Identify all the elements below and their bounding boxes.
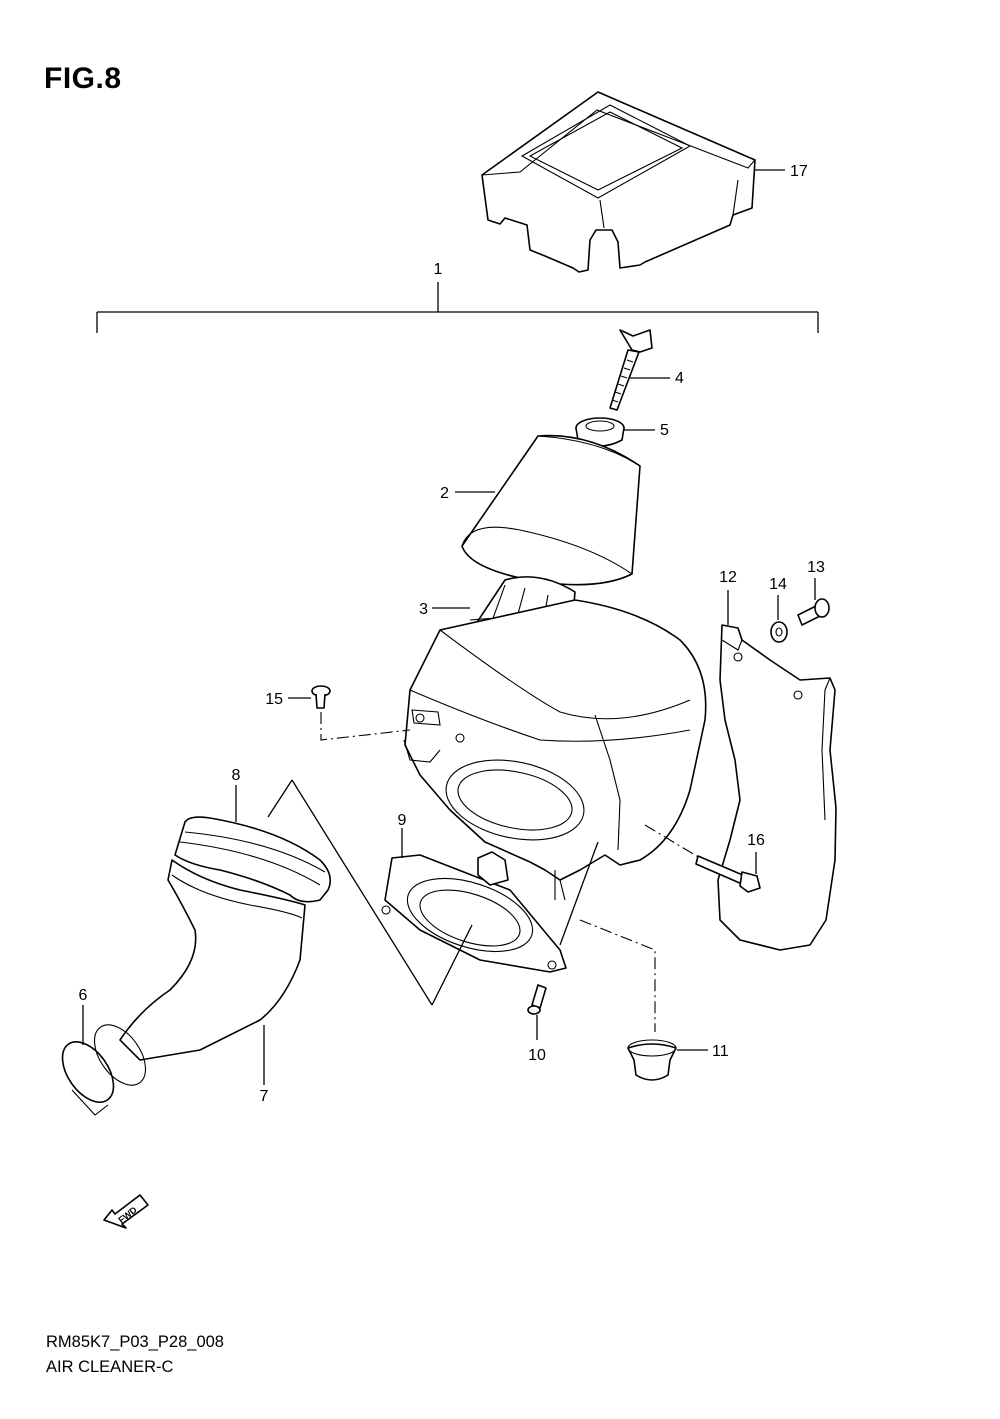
assembly-reference-lines xyxy=(267,779,599,1006)
part-16-bolt xyxy=(644,824,761,893)
part-6-clamp xyxy=(61,1005,147,1116)
callout-14: 14 xyxy=(769,576,787,593)
callout-12: 12 xyxy=(719,569,737,586)
part-11-grommet xyxy=(579,919,708,1081)
callout-1: 1 xyxy=(434,261,443,278)
air-box-housing xyxy=(403,599,707,901)
part-15-screw xyxy=(288,685,411,741)
callout-16: 16 xyxy=(747,832,765,849)
part-7-intake-tube xyxy=(119,859,306,1085)
part-2-filter-element xyxy=(455,434,641,586)
callout-labels: 1 2 3 4 5 6 7 8 9 10 11 12 13 14 15 16 1… xyxy=(79,163,825,1105)
callout-8: 8 xyxy=(232,767,241,784)
forward-arrow-icon: FWD xyxy=(103,1194,149,1229)
part-1-assembly-bracket xyxy=(96,282,819,333)
callout-4: 4 xyxy=(675,370,684,387)
part-10-screw xyxy=(527,984,547,1040)
part-13-bolt xyxy=(797,578,830,626)
callout-15: 15 xyxy=(265,691,283,708)
callout-6: 6 xyxy=(79,987,88,1004)
callout-2: 2 xyxy=(440,485,449,502)
part-17-cover xyxy=(481,91,785,273)
diagram-name: AIR CLEANER-C xyxy=(46,1358,174,1376)
callout-7: 7 xyxy=(260,1088,269,1105)
callout-3: 3 xyxy=(419,601,428,618)
callout-5: 5 xyxy=(660,422,669,439)
callout-17: 17 xyxy=(790,163,808,180)
part-8-intake-boot xyxy=(174,785,331,903)
callout-11: 11 xyxy=(712,1043,729,1060)
callout-9: 9 xyxy=(398,812,407,829)
part-14-washer xyxy=(770,595,788,643)
diagram-code: RM85K7_P03_P28_008 xyxy=(46,1333,224,1351)
callout-13: 13 xyxy=(807,559,825,576)
callout-10: 10 xyxy=(528,1047,546,1064)
part-4-wing-bolt xyxy=(609,329,670,411)
figure-title: FIG.8 xyxy=(44,62,122,95)
part-12-guard xyxy=(717,590,837,951)
part-9-holder xyxy=(381,828,567,973)
